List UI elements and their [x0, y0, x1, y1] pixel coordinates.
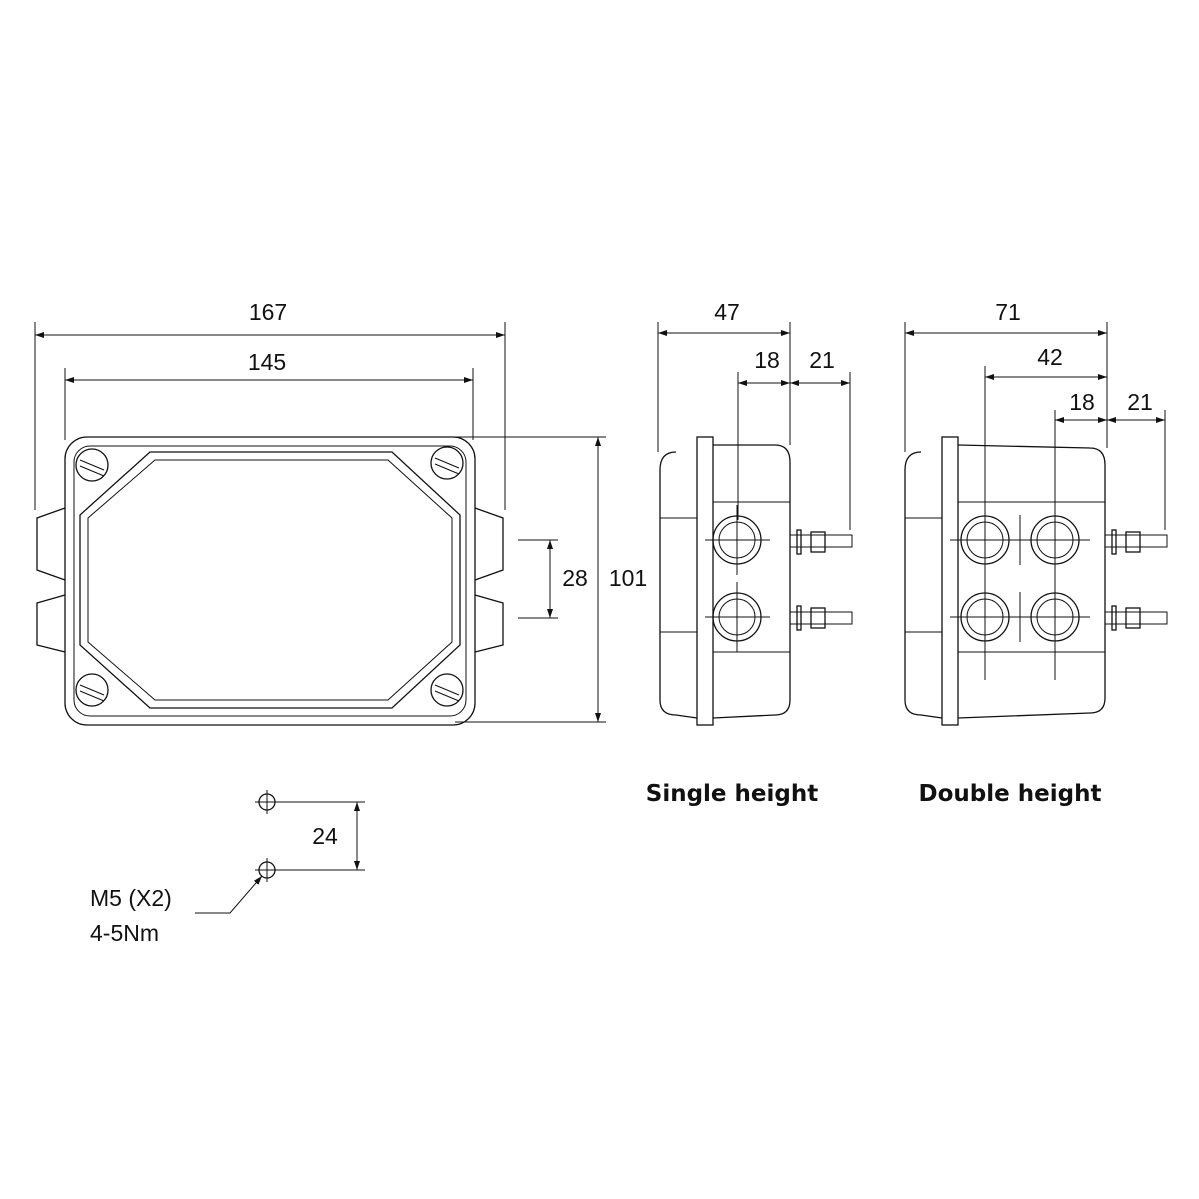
- dim-terminal-offset: 18: [754, 347, 780, 373]
- body-outline: [659, 444, 791, 719]
- side-view-single: 47 18 21 Single height: [646, 299, 853, 807]
- screw-icon: [75, 448, 109, 482]
- cable-gland-right: [474, 507, 504, 653]
- dim-depth: 71: [995, 299, 1021, 325]
- front-view: 167 145 101 28: [34, 299, 647, 726]
- screw-spec: M5 (X2): [90, 885, 172, 911]
- screw-icon: [430, 446, 464, 480]
- lid-border: [73, 445, 467, 717]
- lid-panel: [79, 451, 461, 709]
- mounting-hole-icon: [255, 858, 279, 882]
- enclosure-outline: [64, 436, 476, 726]
- dim-hole-spacing: 24: [312, 823, 338, 849]
- dim-terminal-offset-rear: 42: [1037, 344, 1063, 370]
- side-view-double: 71 42 18 21 Double height: [904, 299, 1168, 807]
- leader-line: [195, 875, 263, 914]
- dim-terminal-offset-front: 18: [1069, 389, 1095, 415]
- cable-gland-left: [36, 507, 66, 653]
- screw-icon: [75, 673, 109, 707]
- screw-icon: [430, 673, 464, 707]
- dim-width-body: 145: [248, 349, 286, 375]
- dim-stud-length: 21: [1127, 389, 1153, 415]
- dim-height-overall: 101: [609, 565, 647, 591]
- stud-icon: [789, 605, 853, 631]
- dim-depth: 47: [714, 299, 740, 325]
- terminal-icon: [705, 582, 770, 652]
- torque-spec: 4-5Nm: [90, 920, 159, 946]
- caption-double-height: Double height: [919, 781, 1102, 807]
- flange: [696, 436, 714, 726]
- body-outline: [904, 444, 1106, 719]
- dim-gland-spacing: 28: [562, 565, 588, 591]
- stud-icon: [789, 529, 853, 555]
- stud-icon: [1104, 605, 1168, 631]
- terminal-icon: [705, 505, 770, 575]
- dim-stud-length: 21: [809, 347, 835, 373]
- stud-icon: [1104, 529, 1168, 555]
- mounting-detail: 24 M5 (X2) 4-5Nm: [90, 790, 365, 946]
- caption-single-height: Single height: [646, 781, 818, 807]
- mounting-hole-icon: [255, 790, 279, 814]
- flange: [941, 436, 959, 726]
- dim-width-overall: 167: [249, 299, 287, 325]
